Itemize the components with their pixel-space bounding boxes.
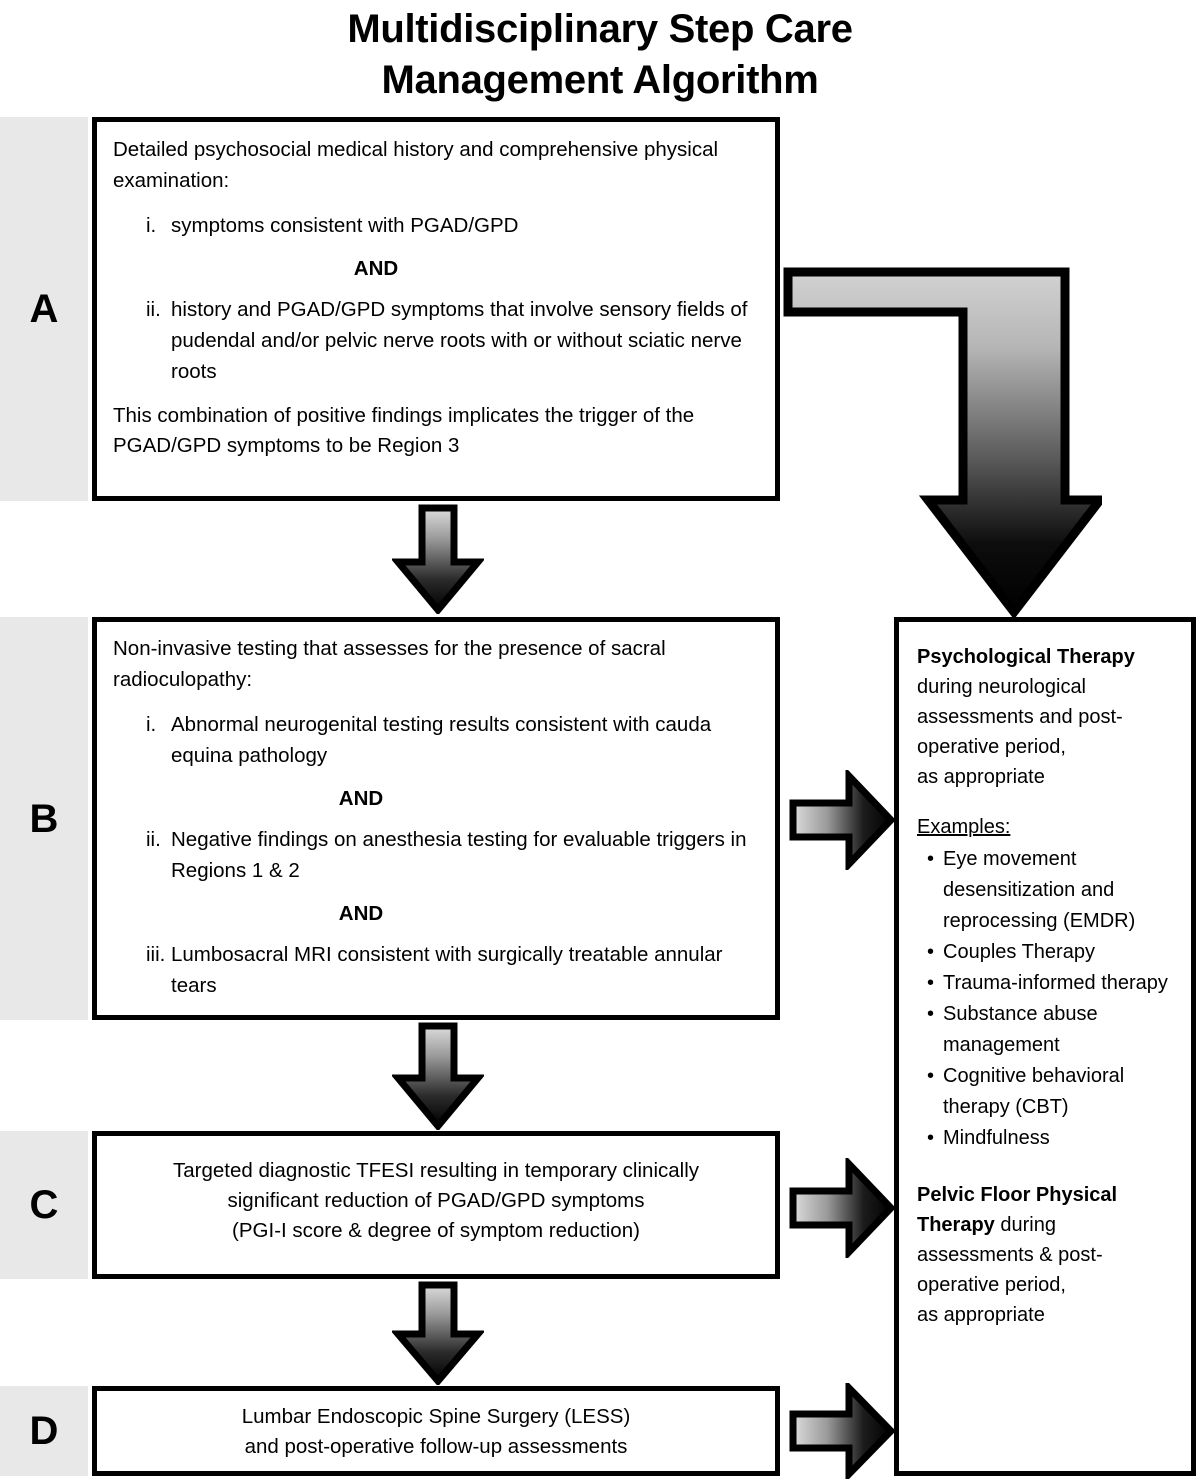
list-item: • Substance abuse management (917, 999, 1177, 1061)
example-text: Couples Therapy (943, 941, 1095, 963)
step-panel-c: C (0, 1131, 88, 1279)
box-a-text-1: symptoms consistent with PGAD/GPD (171, 214, 519, 237)
box-b-text-2: Negative findings on anesthesia testing … (171, 828, 747, 882)
example-text: Cognitive behavioral therapy (CBT) (943, 1065, 1125, 1118)
page-title: Multidisciplinary Step Care Management A… (0, 2, 1200, 106)
example-text: Eye movement desensitization and reproce… (943, 848, 1136, 932)
box-a-marker-1: i. (146, 214, 157, 237)
arrow-elbow-down-icon-a-to-panel (782, 266, 1102, 618)
arrow-right-icon-c-to-panel (788, 1158, 896, 1258)
box-b-criterion-2: ii. Negative findings on anesthesia test… (113, 824, 759, 886)
examples-label: Examples: (917, 816, 1011, 838)
box-a-text-2: history and PGAD/GPD symptoms that invol… (171, 298, 748, 383)
step-box-c: Targeted diagnostic TFESI resulting in t… (92, 1131, 780, 1279)
box-b-criteria-list-3: iii. Lumbosacral MRI consistent with sur… (113, 939, 759, 1001)
box-b-text-1: Abnormal neurogenital testing results co… (171, 713, 712, 767)
step-panel-a: A (0, 117, 88, 501)
example-text: Mindfulness (943, 1127, 1050, 1149)
list-item: • Mindfulness (917, 1123, 1177, 1154)
psychological-therapy-title: Psychological Therapy (917, 646, 1135, 668)
box-d-line-2: and post-operative follow-up assessments (244, 1435, 628, 1458)
box-a-criteria-list-2: ii. history and PGAD/GPD symptoms that i… (113, 294, 759, 387)
psychological-therapy-examples-list: • Eye movement desensitization and repro… (917, 844, 1177, 1154)
list-item: • Couples Therapy (917, 937, 1177, 968)
supportive-therapy-panel: Psychological Therapy during neurologica… (894, 617, 1196, 1476)
step-label-a: A (29, 287, 59, 331)
arrow-right-icon-b-to-panel (788, 770, 896, 870)
box-b-text-3: Lumbosacral MRI consistent with surgical… (171, 943, 723, 997)
step-box-a: Detailed psychosocial medical history an… (92, 117, 780, 501)
box-a-heading: Detailed psychosocial medical history an… (113, 138, 719, 192)
box-b-criterion-3: iii. Lumbosacral MRI consistent with sur… (113, 939, 759, 1001)
box-b-heading: Non-invasive testing that assesses for t… (113, 637, 666, 691)
psychological-therapy-block: Psychological Therapy during neurologica… (917, 642, 1177, 762)
step-box-b: Non-invasive testing that assesses for t… (92, 617, 780, 1020)
box-a-criteria-list: i. symptoms consistent with PGAD/GPD (113, 210, 759, 241)
pelvic-floor-therapy-body-2: as appropriate (917, 1304, 1045, 1326)
page-title-line-2: Management Algorithm (381, 58, 819, 102)
arrow-right-icon-d-to-panel (788, 1383, 896, 1479)
box-b-conjunction-1: AND (338, 787, 384, 810)
box-a-criterion-1: i. symptoms consistent with PGAD/GPD (113, 210, 759, 241)
arrow-down-icon-a-to-b (392, 504, 484, 614)
step-label-d: D (29, 1409, 59, 1453)
bullet-icon: • (927, 1003, 935, 1025)
psychological-therapy-body: during neurological assessments and post… (917, 676, 1123, 758)
example-text: Substance abuse management (943, 1003, 1098, 1056)
box-b-marker-3: iii. (146, 943, 166, 966)
step-box-d: Lumbar Endoscopic Spine Surgery (LESS) a… (92, 1386, 780, 1476)
list-item: • Eye movement desensitization and repro… (917, 844, 1177, 937)
box-c-line-3: (PGI-I score & degree of symptom reducti… (232, 1219, 640, 1242)
bullet-icon: • (927, 972, 935, 994)
box-b-criterion-1: i. Abnormal neurogenital testing results… (113, 709, 759, 771)
pelvic-floor-therapy-title: Pelvic Floor Physical Therapy (917, 1184, 1118, 1236)
box-d-line-1: Lumbar Endoscopic Spine Surgery (LESS) (241, 1405, 631, 1428)
box-b-conjunction-2: AND (338, 902, 384, 925)
bullet-icon: • (927, 848, 935, 870)
step-label-c: C (29, 1183, 59, 1227)
pelvic-floor-therapy-block: Pelvic Floor Physical Therapy during ass… (917, 1180, 1177, 1300)
box-a-marker-2: ii. (146, 298, 161, 321)
box-b-marker-2: ii. (146, 828, 161, 851)
bullet-icon: • (927, 1065, 935, 1087)
box-b-criteria-list-2: ii. Negative findings on anesthesia test… (113, 824, 759, 886)
bullet-icon: • (927, 1127, 935, 1149)
step-panel-b: B (0, 617, 88, 1020)
step-panel-d: D (0, 1386, 88, 1476)
list-item: • Cognitive behavioral therapy (CBT) (917, 1061, 1177, 1123)
example-text: Trauma-informed therapy (943, 972, 1168, 994)
box-c-line-2: significant reduction of PGAD/GPD sympto… (227, 1189, 645, 1212)
list-item: • Trauma-informed therapy (917, 968, 1177, 999)
box-c-line-1: Targeted diagnostic TFESI resulting in t… (172, 1159, 700, 1182)
box-a-criterion-2: ii. history and PGAD/GPD symptoms that i… (113, 294, 759, 387)
box-b-criteria-list: i. Abnormal neurogenital testing results… (113, 709, 759, 771)
page-title-line-1: Multidisciplinary Step Care (347, 7, 853, 51)
arrow-down-icon-b-to-c (392, 1022, 484, 1130)
arrow-down-icon-c-to-d (392, 1281, 484, 1385)
step-label-b: B (29, 796, 59, 841)
box-a-conjunction: AND (353, 257, 399, 280)
pelvic-floor-therapy-body: during assessments & post-operative peri… (917, 1214, 1103, 1296)
psychological-therapy-body-2: as appropriate (917, 766, 1045, 788)
bullet-icon: • (927, 941, 935, 963)
box-a-footer: This combination of positive findings im… (113, 404, 695, 457)
box-b-marker-1: i. (146, 713, 157, 736)
